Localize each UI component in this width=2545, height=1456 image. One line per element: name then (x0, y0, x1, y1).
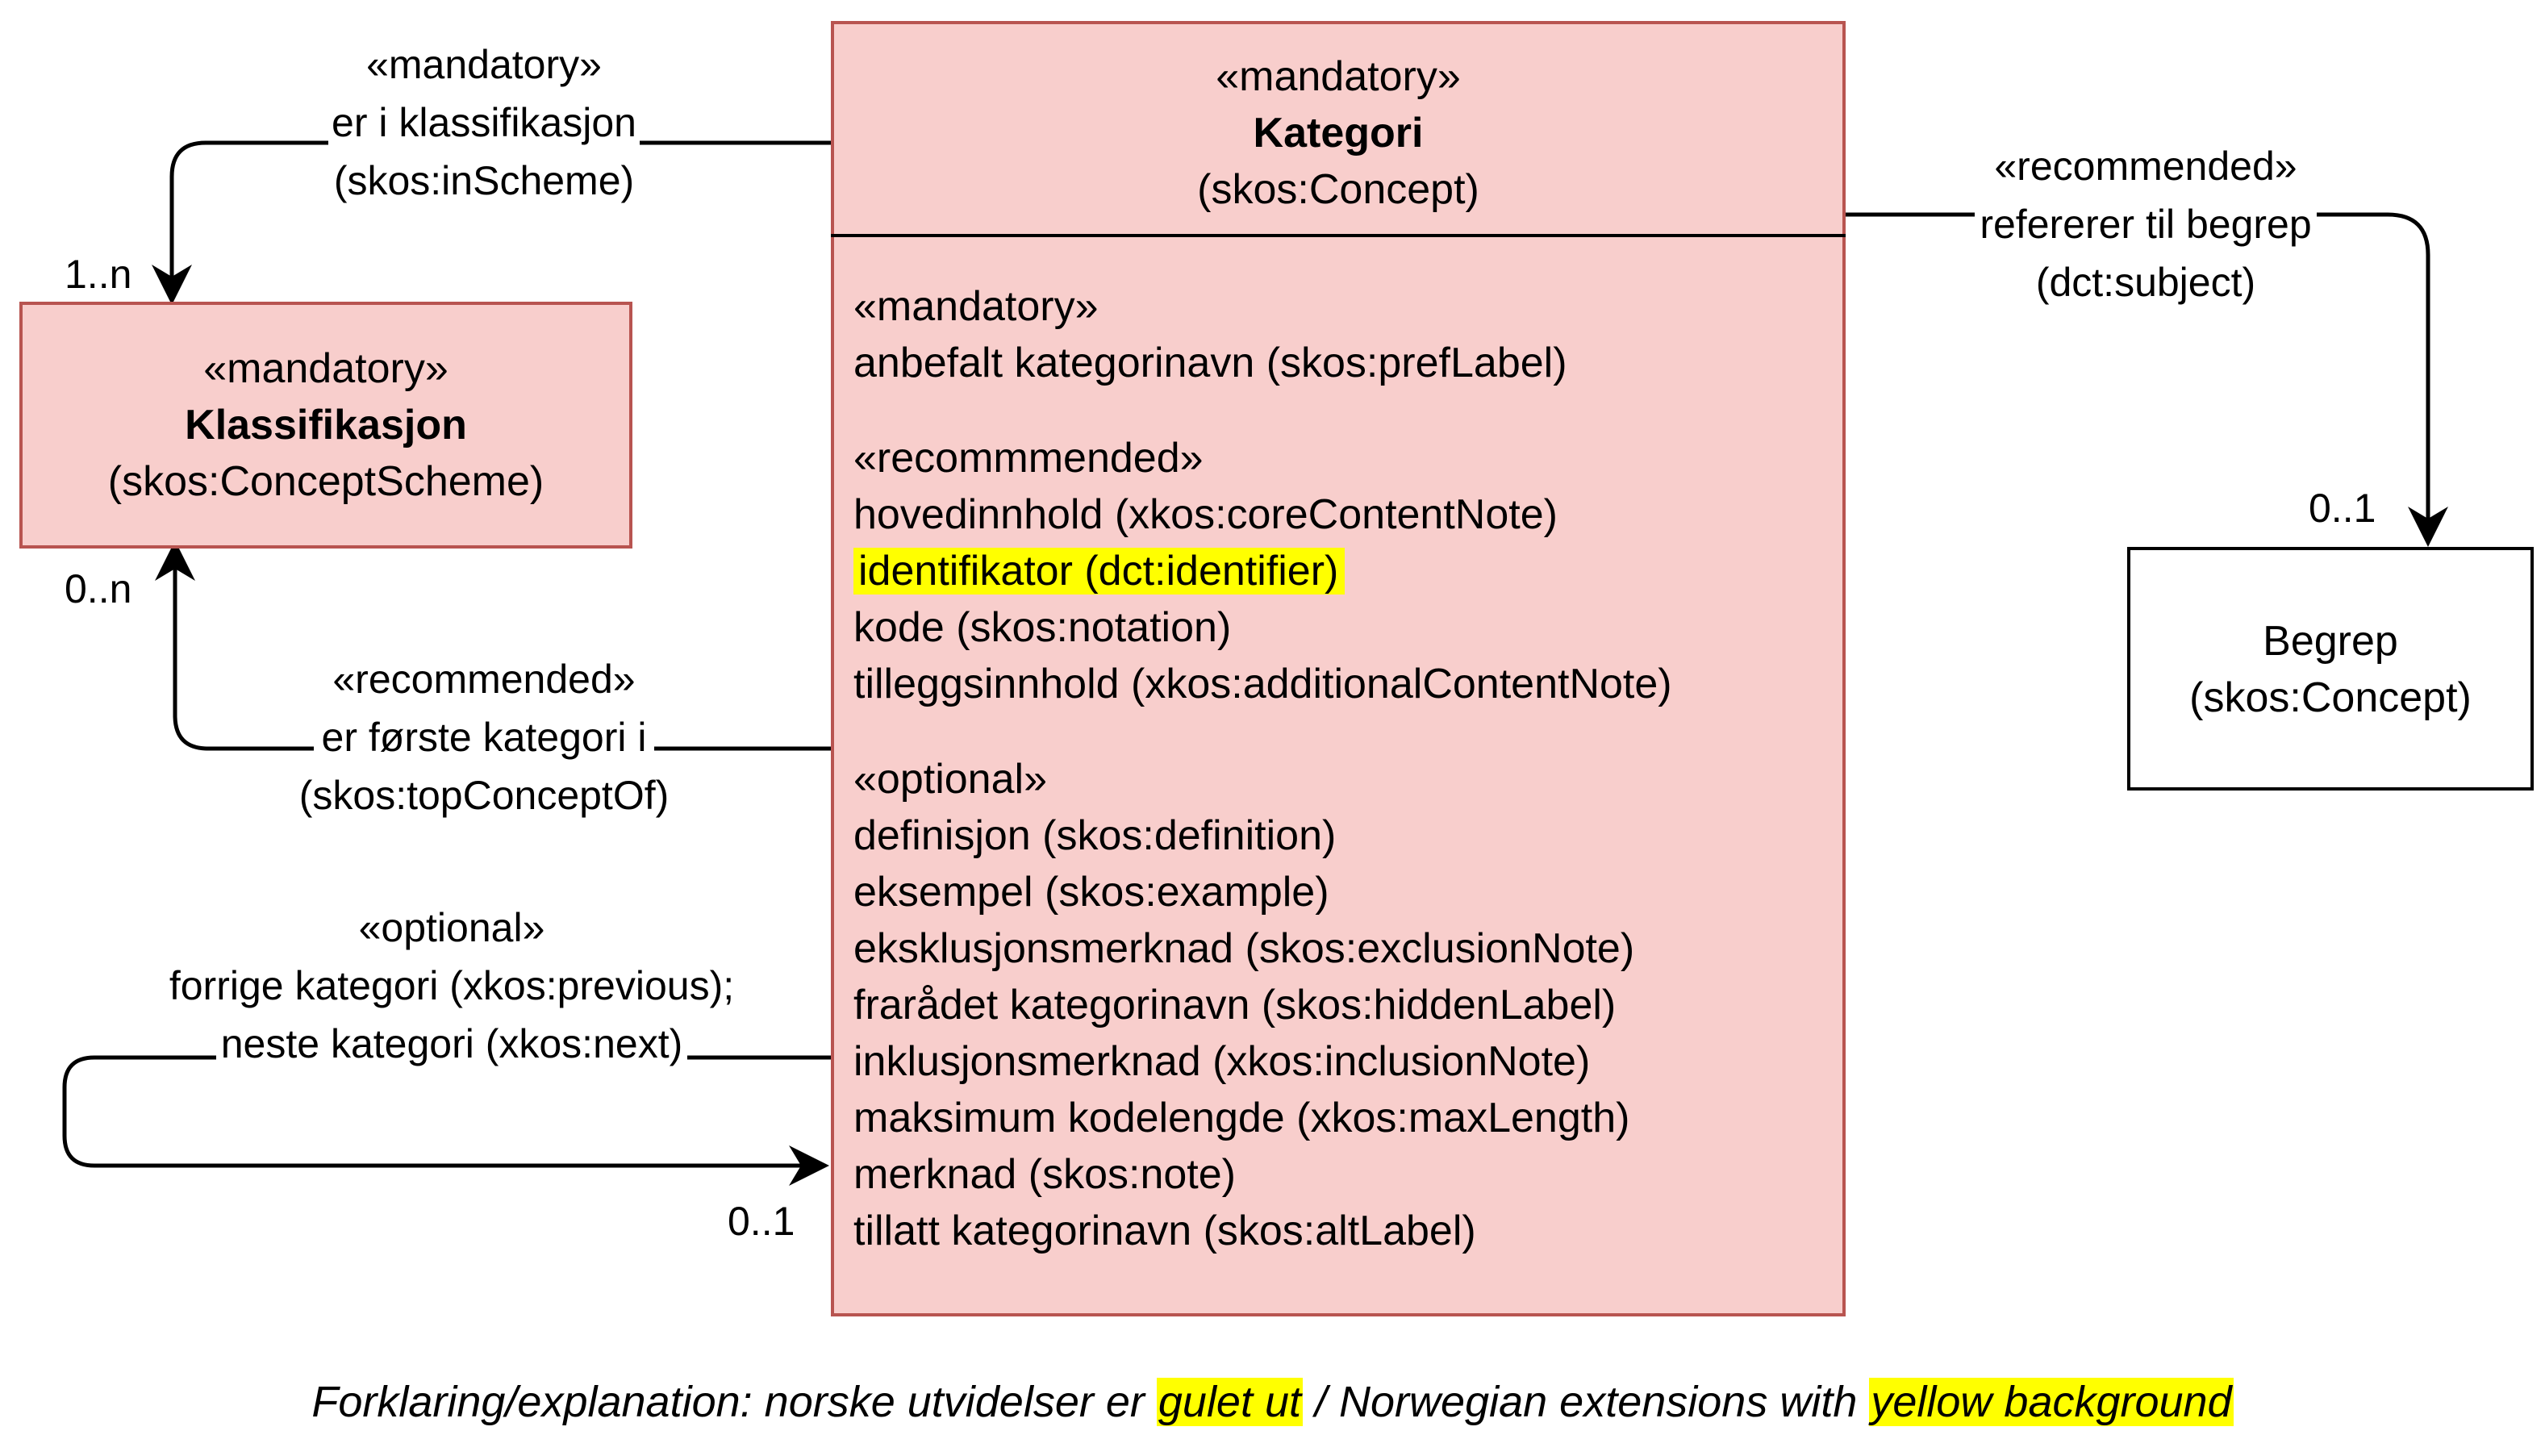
edge-top-concept (155, 540, 831, 751)
kategori-name: Kategori (1253, 110, 1424, 156)
attr-identifier: identifikator (dct:identifier) (853, 548, 1346, 594)
begrep-type: (skos:Concept) (2189, 674, 2472, 721)
prev-next-label: «optional» forrige kategori (xkos:previo… (81, 899, 823, 1073)
attr-maxlength: maksimum kodelengde (xkos:maxLength) (853, 1095, 1630, 1141)
attr-group-mandatory: «mandatory» anbefalt kategorinavn (skos:… (853, 278, 1672, 391)
begrep-text: Begrep (skos:Concept) (2127, 613, 2534, 726)
kategori-attributes: «mandatory» anbefalt kategorinavn (skos:… (853, 278, 1672, 1259)
attr-group-optional: «optional» definisjon (skos:definition) … (853, 751, 1672, 1259)
top-concept-cardinality: 0..n (65, 566, 132, 611)
klassifikasjon-type: (skos:ConceptScheme) (107, 458, 544, 505)
kategori-header: «mandatory» Kategori (skos:Concept) (831, 48, 1846, 218)
klassifikasjon-text: «mandatory» Klassifikasjon (skos:Concept… (19, 340, 632, 510)
group-stereotype: «optional» (853, 756, 1047, 803)
attr-preflabel: anbefalt kategorinavn (skos:prefLabel) (853, 340, 1567, 386)
kategori-divider (831, 234, 1846, 237)
kategori-type: (skos:Concept) (1197, 166, 1479, 213)
in-scheme-property: (skos:inScheme) (333, 158, 635, 203)
top-concept-name: er første kategori i (313, 715, 655, 760)
legend-text-1: Forklaring/explanation: norske utvidelse… (311, 1378, 1157, 1426)
in-scheme-name: er i klassifikasjon (328, 100, 640, 145)
klassifikasjon-name: Klassifikasjon (185, 402, 467, 448)
in-scheme-cardinality: 1..n (65, 252, 132, 297)
subject-cardinality: 0..1 (2309, 486, 2376, 531)
attr-notation: kode (skos:notation) (853, 604, 1232, 651)
attr-hiddenlabel: frarådet kategorinavn (skos:hiddenLabel) (853, 982, 1617, 1028)
legend-text-2: / Norwegian extensions with (1303, 1378, 1870, 1426)
legend-highlight-1: gulet ut (1156, 1378, 1304, 1426)
attr-group-recommended: «recommmended» hovedinnhold (xkos:coreCo… (853, 430, 1672, 712)
legend-highlight-2: yellow background (1869, 1378, 2234, 1426)
subject-label: «recommended» refererer til begrep (dct:… (1920, 137, 2372, 311)
attr-definition: definisjon (skos:definition) (853, 812, 1337, 859)
klassifikasjon-stereotype: «mandatory» (203, 345, 449, 392)
subject-stereotype: «recommended» (1994, 144, 2297, 189)
attr-corecontentnote: hovedinnhold (xkos:coreContentNote) (853, 491, 1558, 538)
top-concept-stereotype: «recommended» (332, 657, 636, 702)
prev-next-name1: forrige kategori (xkos:previous); (169, 963, 735, 1008)
attr-altlabel: tillatt kategorinavn (skos:altLabel) (853, 1208, 1476, 1254)
group-stereotype: «recommmended» (853, 435, 1204, 482)
attr-inclusionnote: inklusjonsmerknad (xkos:inclusionNote) (853, 1038, 1591, 1085)
begrep-box[interactable] (2127, 547, 2534, 791)
legend-footer: Forklaring/explanation: norske utvidelse… (0, 1371, 2545, 1433)
attr-additionalcontentnote: tilleggsinnhold (xkos:additionalContentN… (853, 661, 1672, 707)
top-concept-property: (skos:topConceptOf) (298, 773, 670, 818)
edge-prev-next (62, 1055, 831, 1186)
in-scheme-label: «mandatory» er i klassifikasjon (skos:in… (298, 35, 670, 210)
attr-example: eksempel (skos:example) (853, 869, 1329, 916)
subject-name: refererer til begrep (1975, 202, 2317, 247)
subject-property: (dct:subject) (2035, 260, 2256, 305)
attr-note: merknad (skos:note) (853, 1151, 1236, 1198)
kategori-stereotype: «mandatory» (1216, 53, 1461, 100)
klassifikasjon-box[interactable] (19, 302, 632, 549)
edge-subject (1844, 212, 2448, 547)
begrep-name: Begrep (2263, 618, 2398, 665)
group-stereotype: «mandatory» (853, 283, 1099, 330)
edge-in-scheme (152, 140, 831, 305)
in-scheme-stereotype: «mandatory» (366, 42, 602, 87)
top-concept-label: «recommended» er første kategori i (skos… (242, 650, 726, 824)
prev-next-name2: neste kategori (xkos:next) (215, 1021, 688, 1066)
prev-next-cardinality: 0..1 (728, 1199, 795, 1244)
prev-next-stereotype: «optional» (358, 905, 545, 950)
attr-exclusionnote: eksklusjonsmerknad (skos:exclusionNote) (853, 925, 1635, 972)
